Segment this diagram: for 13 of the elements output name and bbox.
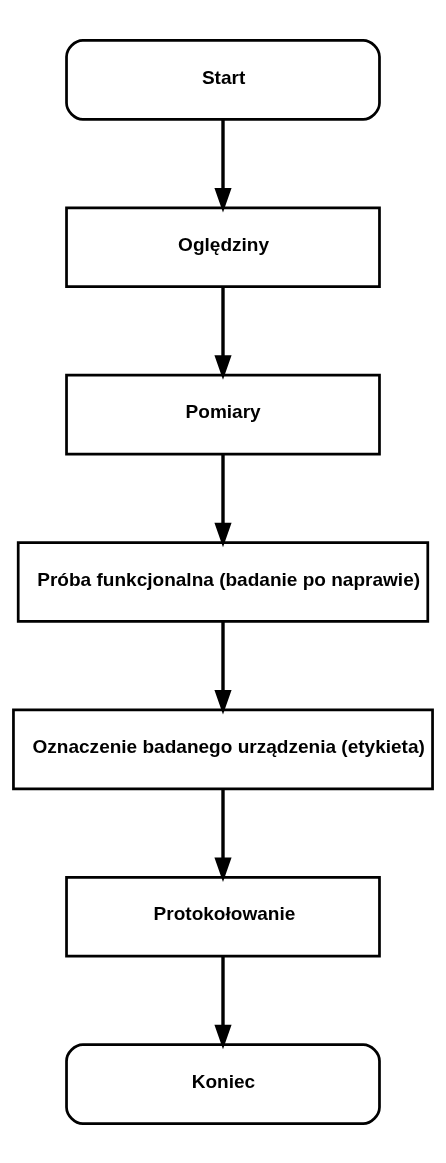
node-box: Protokołowanie <box>65 875 381 958</box>
arrow <box>214 453 232 547</box>
node-box: Start <box>65 38 381 121</box>
node-box: Pomiary <box>65 373 381 455</box>
node-box: Próba funkcjonalna (badanie po naprawie) <box>16 540 430 623</box>
arrow <box>214 955 232 1049</box>
node-box: Oględziny <box>65 205 381 288</box>
node-box: Oznaczenie badanego urządzenia (etykieta) <box>12 708 434 790</box>
arrow <box>214 118 232 212</box>
arrow <box>214 286 232 380</box>
arrow <box>214 621 232 715</box>
arrow <box>214 788 232 882</box>
node-box: Koniec <box>65 1042 381 1125</box>
